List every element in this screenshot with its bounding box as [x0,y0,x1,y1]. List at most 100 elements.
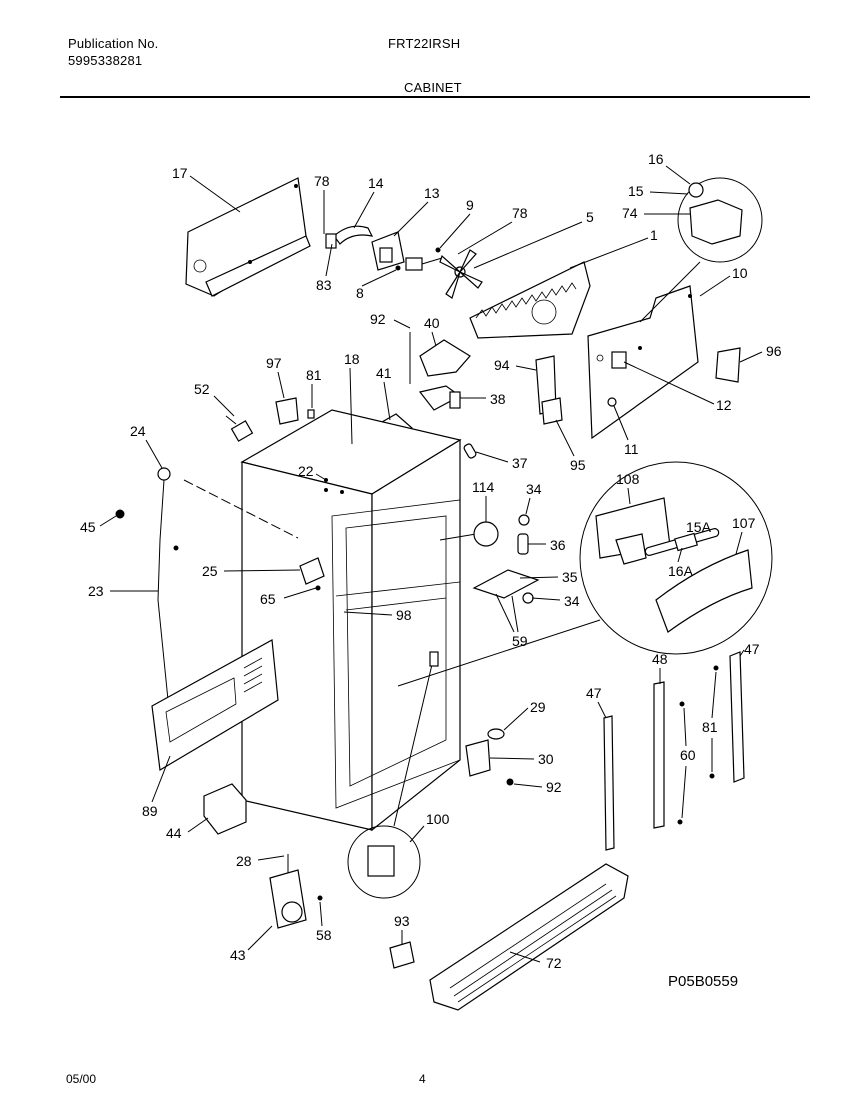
detail-light-assembly [639,177,763,323]
callout-18: 18 [344,351,360,367]
callout-45: 45 [80,519,96,535]
part-47-48-rails [603,651,745,851]
callout-23: 23 [88,583,104,599]
callout-94: 94 [494,357,510,373]
callout-15a: 15A [686,519,712,535]
callout-78: 78 [314,173,330,189]
callout-47: 47 [744,641,760,657]
callout-114: 114 [472,479,495,495]
part-14-bracket [325,225,374,249]
callout-48: 48 [652,651,668,667]
part-114-hinge-pin [473,521,499,547]
part-13-fan-bracket [371,231,405,271]
callout-9: 9 [466,197,474,213]
callout-98: 98 [396,607,412,623]
callout-1: 1 [650,227,658,243]
callout-92b: 92 [546,779,562,795]
callout-34: 34 [526,481,542,497]
header-rule [60,96,810,98]
part-96-filter [715,347,741,383]
callout-81: 81 [306,367,322,383]
detail-door-handle [579,461,773,655]
callout-22: 22 [298,463,314,479]
callout-47b: 47 [586,685,602,701]
callout-17: 17 [172,165,188,181]
callout-13: 13 [424,185,440,201]
callout-83: 83 [316,277,332,293]
part-65-screw [315,585,321,591]
part-37-plug [463,443,477,459]
callout-30: 30 [538,751,554,767]
callout-96: 96 [766,343,782,359]
callout-65: 65 [260,591,276,607]
callout-37: 37 [512,455,528,471]
cabinet-body [240,409,462,832]
section-title: CABINET [404,80,462,95]
part-93-clip [389,941,415,969]
publication-label: Publication No. [68,36,159,51]
callout-72: 72 [546,955,562,971]
callout-25: 25 [202,563,218,579]
part-40-38-bracket [409,332,471,411]
callout-5: 5 [586,209,594,225]
part-72-toe-grille [429,863,629,1011]
callout-59: 59 [512,633,528,649]
part-52-knob [225,415,254,442]
callout-labels: 17 78 14 13 9 78 5 1 16 15 74 10 83 8 92… [80,151,782,990]
callout-89: 89 [142,803,158,819]
callout-92: 92 [370,311,386,327]
callout-108: 108 [616,471,640,487]
callout-40: 40 [424,315,440,331]
callout-36: 36 [550,537,566,553]
part-5-fan-blade [439,249,483,299]
callout-10: 10 [732,265,748,281]
callout-107: 107 [732,515,756,531]
callout-43: 43 [230,947,246,963]
callout-78b: 78 [512,205,528,221]
part-9-fan-motor [405,247,443,271]
callout-35: 35 [562,569,578,585]
callout-14: 14 [368,175,384,191]
part-43-roller-assembly [269,854,323,929]
part-25-hinge [299,557,325,585]
callout-28: 28 [236,853,252,869]
callout-11: 11 [624,441,639,457]
callout-16: 16 [648,151,664,167]
footer-date: 05/00 [66,1072,97,1086]
callout-38: 38 [490,391,506,407]
detail-100-latch [347,651,439,899]
callout-24: 24 [130,423,146,439]
callout-34b: 34 [564,593,580,609]
callout-58: 58 [316,927,332,943]
callout-16a: 16A [668,563,694,579]
part-17-rear-cover [185,177,311,297]
callout-95: 95 [570,457,586,473]
callout-12: 12 [716,397,732,413]
callout-60: 60 [680,747,696,763]
part-1-evaporator-cover [469,261,591,339]
part-44-block [203,783,247,835]
publication-number: 5995338281 [68,53,143,68]
callout-52: 52 [194,381,210,397]
callout-97: 97 [266,355,282,371]
part-97-hinge-bracket [275,397,315,425]
part-89-condenser-panel [151,639,279,771]
part-29-30-hinge [465,728,514,786]
model-number: FRT22IRSH [388,36,461,51]
callout-74: 74 [622,205,638,221]
callout-81b: 81 [702,719,718,735]
callout-8: 8 [356,285,364,301]
page-number: 4 [419,1072,426,1086]
part-94-95-damper [535,355,563,425]
callout-93: 93 [394,913,410,929]
callout-15: 15 [628,183,644,199]
part-10-control-panel [587,285,699,440]
callout-29: 29 [530,699,546,715]
part-23-24-tube [115,467,179,701]
callout-100: 100 [426,811,450,827]
callout-41: 41 [376,365,392,381]
part-34-36-35-hinge [472,514,540,604]
drawing-code: P05B0559 [668,973,738,990]
callout-44: 44 [166,825,182,841]
